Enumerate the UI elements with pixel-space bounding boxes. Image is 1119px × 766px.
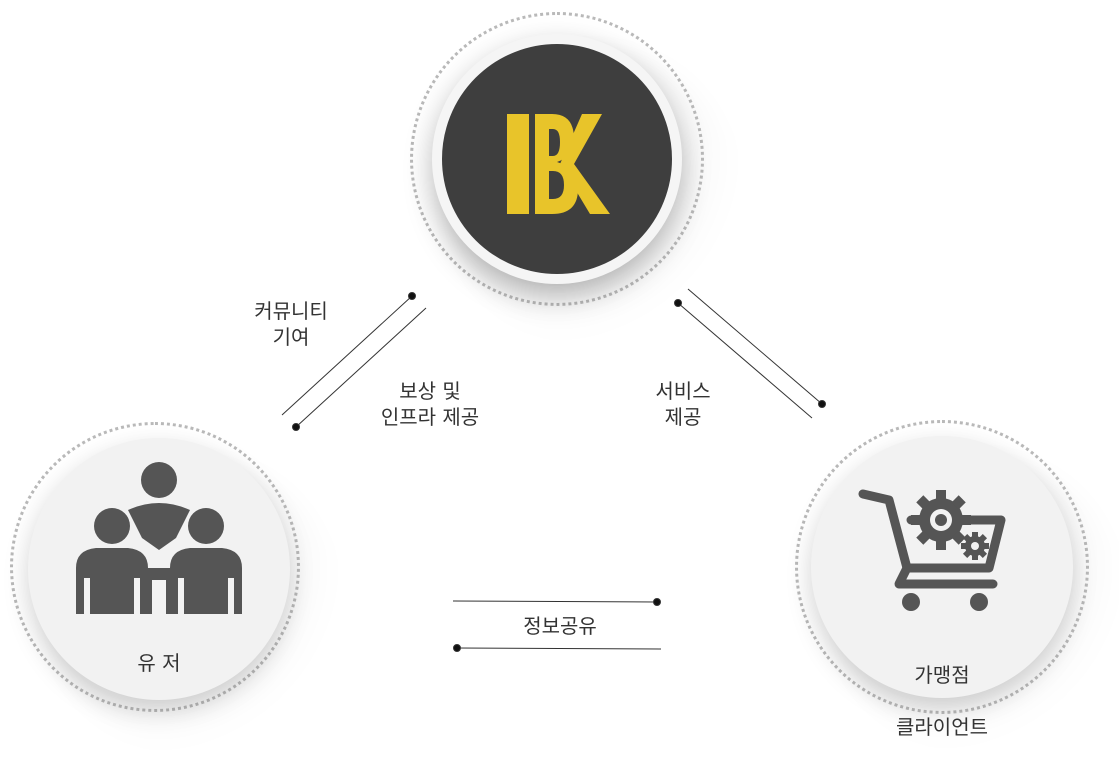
merchant-label: 가맹점 클라이언트: [811, 636, 1073, 766]
connector-line-merchant-to-user: [456, 647, 662, 650]
user-node: 유 저: [10, 422, 340, 752]
edge-label-line: 서비스: [655, 379, 711, 403]
dotted-ring: [795, 420, 1089, 714]
dotted-ring: [410, 12, 704, 306]
shopping-cart-gear-icon: [858, 489, 1006, 611]
edge-label-community-contribution: 커뮤니티 기여: [236, 298, 346, 350]
merchant-node: 가맹점 클라이언트: [795, 420, 1119, 750]
connector-line-user-to-center: [281, 295, 413, 416]
merchant-label-line1: 가맹점: [914, 663, 970, 687]
connector-line-center-to-merchant: [677, 302, 813, 419]
edge-label-line: 보상 및: [399, 379, 461, 403]
center-disc: [432, 34, 682, 284]
center-node: [410, 12, 740, 342]
edge-label-line: 기여: [272, 325, 310, 349]
user-label: 유 저: [137, 651, 181, 675]
arrow-dot: [674, 299, 682, 307]
merchant-label-line2: 클라이언트: [896, 715, 988, 739]
arrow-dot: [453, 644, 461, 652]
connector-line-center-to-user: [295, 307, 427, 428]
edge-label-reward-infra: 보상 및 인프라 제공: [360, 378, 500, 430]
edge-label-line: 제공: [664, 405, 702, 429]
edge-label-line: 커뮤니티: [254, 299, 328, 323]
edge-label-line: 인프라 제공: [380, 405, 480, 429]
user-disc: 유 저: [28, 438, 290, 700]
arrow-dot: [408, 292, 416, 300]
connector-line-merchant-to-center: [687, 288, 823, 405]
connector-lines: [281, 288, 826, 652]
merchant-disc: 가맹점 클라이언트: [811, 436, 1073, 739]
edge-label-info-sharing: 정보공유: [523, 614, 597, 638]
connector-line-user-to-merchant: [452, 600, 658, 603]
edge-label-service-provision: 서비스 제공: [628, 378, 738, 430]
arrow-dot: [292, 423, 300, 431]
users-group-icon: [76, 462, 242, 614]
bk-logo-icon: [507, 114, 610, 214]
arrow-dot: [653, 598, 661, 606]
arrow-dot: [818, 400, 826, 408]
dotted-ring: [10, 422, 300, 712]
